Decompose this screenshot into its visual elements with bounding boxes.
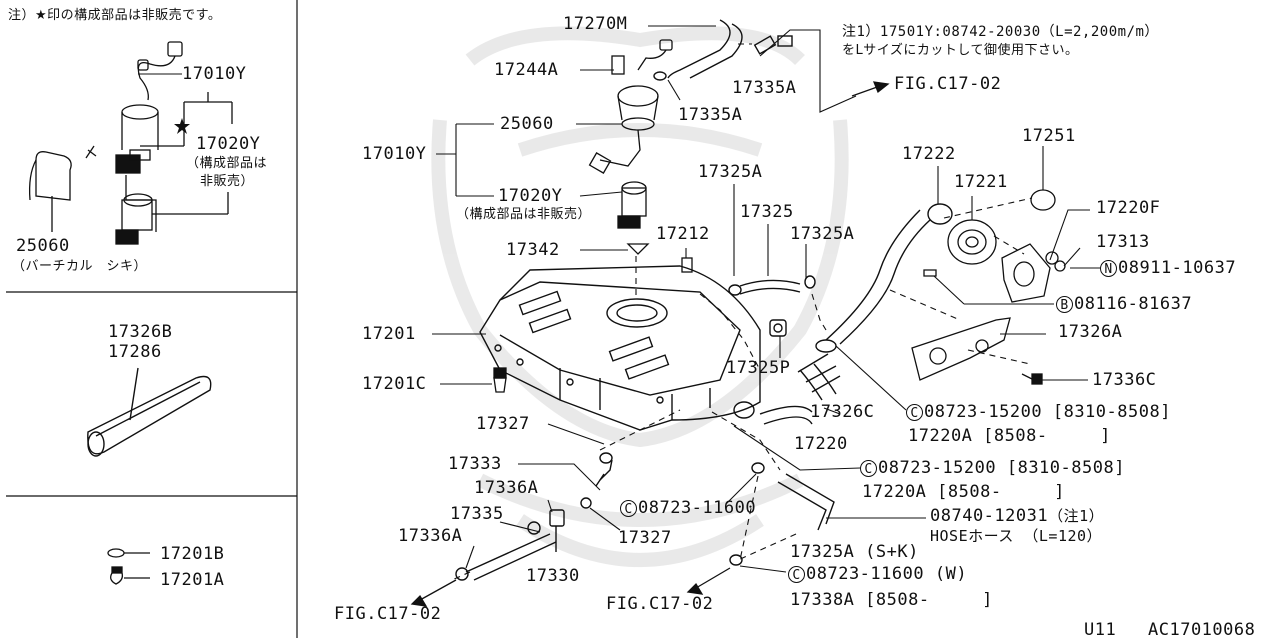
part-label-17220a-b[interactable]: 17220A [8508- ] <box>862 484 1065 501</box>
part-label-17325[interactable]: 17325 <box>740 202 794 222</box>
n-code-badge: N <box>1100 260 1117 277</box>
part-label-17335a-top[interactable]: 17335A <box>732 78 797 98</box>
part-label-25060-left[interactable]: 25060 <box>16 236 70 256</box>
part-number-08723-d: 08723-11600 <box>806 564 925 584</box>
part-label-17010y-main[interactable]: 17010Y <box>362 144 427 164</box>
left-small-parts <box>107 548 150 585</box>
range-17220a-a: [8508- ] <box>983 426 1111 446</box>
footer-diagram-code: AC17010068 <box>1148 620 1256 640</box>
part-number-17338a: 17338A <box>790 590 855 610</box>
part-label-17201a[interactable]: 17201A <box>160 570 225 590</box>
part-note-17020y-main: （構成部品は非販売） <box>456 207 592 222</box>
part-label-17336a-left[interactable]: 17336A <box>398 526 463 546</box>
part-label-17286[interactable]: 17286 <box>108 342 162 362</box>
dashed-lines <box>451 43 1033 581</box>
part-label-17325a-sk[interactable]: 17325A (S+K) <box>790 542 919 562</box>
part-label-17327-top[interactable]: 17327 <box>476 414 530 434</box>
arrows <box>410 81 890 607</box>
small-fittings <box>493 243 693 393</box>
hose-label: HOSEホース （L=120） <box>930 527 1103 545</box>
panel-dividers <box>6 0 298 638</box>
part-label-17326c[interactable]: 17326C <box>810 402 875 422</box>
part-label-17325p[interactable]: 17325P <box>726 358 791 378</box>
part-label-17220[interactable]: 17220 <box>794 434 848 454</box>
part-number-08116: 08116-81637 <box>1074 294 1193 314</box>
c-code-badge-2: C <box>860 460 877 477</box>
part-label-17220a-a[interactable]: 17220A [8508- ] <box>908 428 1111 445</box>
note1-line2: をLサイズにカットして御使用下さい。 <box>842 43 1079 58</box>
part-number-08723-c: 08723-11600 <box>638 498 757 518</box>
part-label-17212[interactable]: 17212 <box>656 224 710 244</box>
part-label-17201b[interactable]: 17201B <box>160 544 225 564</box>
fuel-tank <box>479 265 761 431</box>
part-note-25060: （バーチカル シキ） <box>12 259 148 274</box>
part-label-17335a-mid[interactable]: 17335A <box>678 105 743 125</box>
part-label-17333[interactable]: 17333 <box>448 454 502 474</box>
part-label-25060-main[interactable]: 25060 <box>500 114 554 134</box>
note-08723-d: (W) <box>934 564 968 584</box>
part-label-17010y-left[interactable]: 17010Y <box>182 64 247 84</box>
part-label-17020y-left[interactable]: 17020Y <box>196 134 261 154</box>
part-note-17020y-line2: 非販売） <box>200 174 255 189</box>
c-code-badge-3: C <box>620 500 637 517</box>
part-number-08723-b: 08723-15200 <box>878 458 997 478</box>
star-mark <box>174 118 190 134</box>
leader-lines <box>138 25 1100 573</box>
part-label-17251[interactable]: 17251 <box>1022 126 1076 146</box>
part-label-08740-12031[interactable]: 08740-12031（注1） <box>930 508 1104 525</box>
filler-neck-assembly <box>911 189 1066 385</box>
part-label-17222[interactable]: 17222 <box>902 144 956 164</box>
part-label-17325a-1[interactable]: 17325A <box>698 162 763 182</box>
part-label-17336c[interactable]: 17336C <box>1092 370 1157 390</box>
fig-ref-top-link[interactable]: FIG.C17-02 <box>894 74 1002 94</box>
note1-line1: 注1）17501Y:08742-20030（L=2,200m/m） <box>842 24 1159 40</box>
part-number-08723-a: 08723-15200 <box>924 402 1043 422</box>
hoses <box>455 19 953 581</box>
range-17220a-b: [8508- ] <box>937 482 1065 502</box>
part-label-17220f[interactable]: 17220F <box>1096 198 1161 218</box>
note-08740: （注1） <box>1048 507 1105 525</box>
part-label-17221[interactable]: 17221 <box>954 172 1008 192</box>
part-label-17313[interactable]: 17313 <box>1096 232 1150 252</box>
part-label-17338a[interactable]: 17338A [8508- ] <box>790 592 993 609</box>
range-17338a: [8508- ] <box>865 590 993 610</box>
part-note-17020y-line1: （構成部品は <box>186 156 268 171</box>
part-label-17335[interactable]: 17335 <box>450 504 504 524</box>
part-number-17220a-b: 17220A <box>862 482 927 502</box>
left-panel-note: 注）★印の構成部品は非販売です。 <box>8 8 222 23</box>
part-label-17336a-top[interactable]: 17336A <box>474 478 539 498</box>
b-code-badge: B <box>1056 296 1073 313</box>
range-08723-a: [8310-8508] <box>1052 402 1171 422</box>
part-label-17270m[interactable]: 17270M <box>563 14 628 34</box>
left-strap-part <box>87 367 212 457</box>
part-label-17325a-2[interactable]: 17325A <box>790 224 855 244</box>
part-label-17326a[interactable]: 17326A <box>1058 322 1123 342</box>
part-label-17201c[interactable]: 17201C <box>362 374 427 394</box>
part-label-17326b[interactable]: 17326B <box>108 322 173 342</box>
left-pump-assembly <box>28 41 233 245</box>
part-label-17244a[interactable]: 17244A <box>494 60 559 80</box>
c-code-badge-1: C <box>906 404 923 421</box>
fig-ref-mid-link[interactable]: FIG.C17-02 <box>606 594 714 614</box>
part-label-17330[interactable]: 17330 <box>526 566 580 586</box>
part-number-17220a-a: 17220A <box>908 426 973 446</box>
part-label-17342[interactable]: 17342 <box>506 240 560 260</box>
c-code-badge-4: C <box>788 566 805 583</box>
main-pump-module <box>588 39 673 229</box>
footer-u11: U11 <box>1084 620 1117 640</box>
fig-ref-left-link[interactable]: FIG.C17-02 <box>334 604 442 624</box>
part-number-08740: 08740-12031 <box>930 506 1049 526</box>
part-label-17201[interactable]: 17201 <box>362 324 416 344</box>
part-number-08911: 08911-10637 <box>1118 258 1237 278</box>
range-08723-b: [8310-8508] <box>1006 458 1125 478</box>
part-label-17020y-main[interactable]: 17020Y <box>498 186 563 206</box>
part-label-17327-bottom[interactable]: 17327 <box>618 528 672 548</box>
